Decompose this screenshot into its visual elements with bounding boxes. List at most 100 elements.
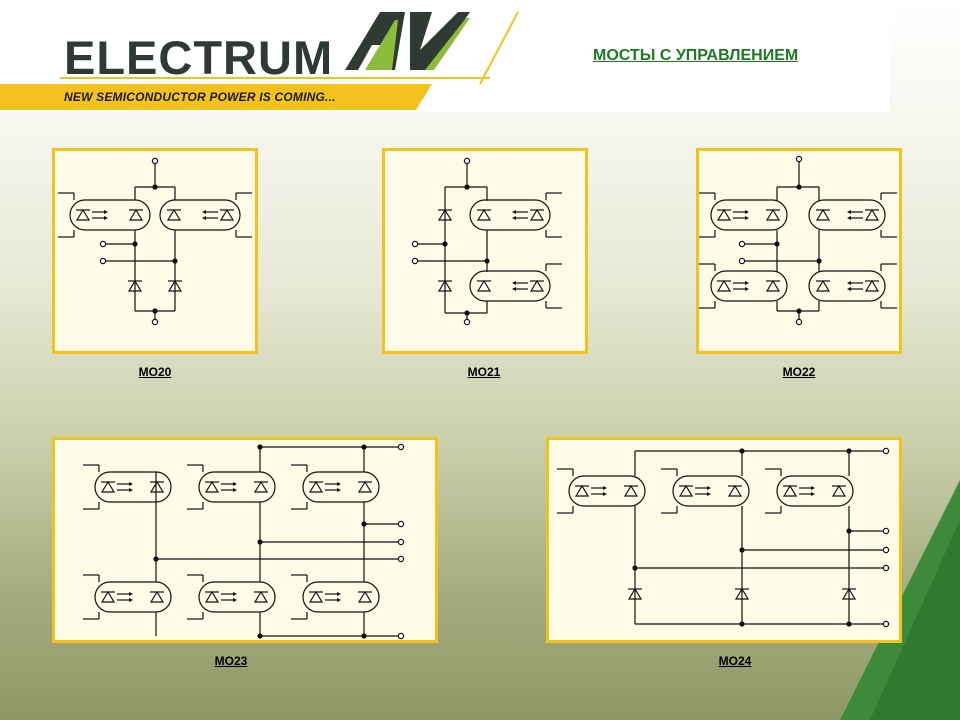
terminal xyxy=(463,318,471,326)
diode-symbol xyxy=(841,587,857,600)
light-arrow xyxy=(745,216,749,220)
diode-symbol xyxy=(815,208,831,221)
diode-symbol xyxy=(149,480,165,493)
light-arrow xyxy=(512,287,516,291)
optocoupler-capsule xyxy=(94,581,172,613)
optocoupler-capsule xyxy=(198,581,276,613)
diode-symbol xyxy=(437,208,453,221)
light-arrow xyxy=(337,488,341,492)
terminal xyxy=(795,318,803,326)
diode-symbol xyxy=(782,484,798,497)
junction-dot xyxy=(257,539,263,545)
light-arrow xyxy=(603,492,607,496)
light-arrow xyxy=(847,216,851,220)
diode-symbol xyxy=(476,208,492,221)
junction-dot xyxy=(796,308,802,314)
optocoupler-capsule xyxy=(808,199,886,231)
diode-symbol xyxy=(308,590,324,603)
junction-dot xyxy=(152,308,158,314)
diode-symbol xyxy=(678,484,694,497)
junction-dot xyxy=(153,556,159,562)
junction-dot xyxy=(257,633,263,639)
light-arrow xyxy=(233,482,237,486)
diode-symbol xyxy=(815,279,831,292)
diode-symbol xyxy=(204,590,220,603)
light-arrow xyxy=(811,492,815,496)
diode-symbol xyxy=(864,208,880,221)
light-arrow xyxy=(202,210,206,214)
diode-symbol xyxy=(75,208,91,221)
diode-symbol xyxy=(864,279,880,292)
diode-symbol xyxy=(623,484,639,497)
caption-mo22: MO22 xyxy=(782,365,816,379)
diode-symbol xyxy=(437,279,453,292)
caption-mo23: MO23 xyxy=(214,654,248,668)
diode-symbol xyxy=(831,484,847,497)
diode-symbol xyxy=(716,279,732,292)
optocoupler-capsule xyxy=(69,199,151,231)
terminal xyxy=(151,318,159,326)
junction-dot xyxy=(632,565,638,571)
diode-symbol xyxy=(127,279,143,292)
page-title: МОСТЫ С УПРАВЛЕНИЕМ xyxy=(593,47,799,64)
light-arrow xyxy=(337,482,341,486)
light-arrow xyxy=(811,486,815,490)
diode-symbol xyxy=(253,480,269,493)
terminal xyxy=(882,546,890,554)
diode-symbol xyxy=(149,590,165,603)
light-arrow xyxy=(603,486,607,490)
terminal xyxy=(397,443,405,451)
light-arrow xyxy=(337,592,341,596)
light-arrow xyxy=(129,488,133,492)
electrum-logo xyxy=(0,11,519,110)
optocoupler-capsule xyxy=(710,199,788,231)
tagline: NEW SEMICONDUCTOR POWER IS COMING... xyxy=(64,90,336,104)
diode-symbol xyxy=(574,484,590,497)
diode-symbol xyxy=(308,480,324,493)
light-arrow xyxy=(202,216,206,220)
optocoupler-capsule xyxy=(808,270,886,302)
optocoupler-capsule xyxy=(302,581,380,613)
light-arrow xyxy=(233,592,237,596)
light-arrow xyxy=(129,482,133,486)
terminal xyxy=(397,538,405,546)
optocoupler-capsule xyxy=(469,270,551,302)
terminal xyxy=(397,632,405,640)
optocoupler-capsule xyxy=(776,475,854,507)
caption-mo20: MO20 xyxy=(138,365,172,379)
junction-dot xyxy=(846,621,852,627)
junction-dot xyxy=(361,633,367,639)
diode-symbol xyxy=(166,208,182,221)
terminal xyxy=(882,527,890,535)
optocoupler-capsule xyxy=(469,199,551,231)
optocoupler-capsule xyxy=(568,475,646,507)
brand-wordmark: ELECTRUM xyxy=(64,31,334,84)
light-arrow xyxy=(847,210,851,214)
diode-symbol xyxy=(734,587,750,600)
diode-symbol xyxy=(128,208,144,221)
light-arrow xyxy=(745,281,749,285)
optocoupler-capsule xyxy=(159,199,241,231)
diagram-panel-mo21 xyxy=(382,148,588,354)
diagram-panel-mo23 xyxy=(52,437,438,643)
terminal xyxy=(411,240,419,248)
optocoupler-capsule xyxy=(302,471,380,503)
junction-dot xyxy=(361,521,367,527)
junction-dot xyxy=(464,310,470,316)
light-arrow xyxy=(512,281,516,285)
optocoupler-capsule xyxy=(198,471,276,503)
optocoupler-capsule xyxy=(710,270,788,302)
terminal xyxy=(99,240,107,248)
diode-symbol xyxy=(529,279,545,292)
diagram-panel-mo22 xyxy=(696,148,902,354)
caption-mo24: MO24 xyxy=(718,654,752,668)
terminal xyxy=(151,157,159,165)
diode-symbol xyxy=(529,208,545,221)
terminal xyxy=(882,447,890,455)
diode-symbol xyxy=(765,279,781,292)
light-arrow xyxy=(745,210,749,214)
diagram-panel-mo24 xyxy=(546,437,902,643)
light-arrow xyxy=(129,592,133,596)
light-arrow xyxy=(233,488,237,492)
terminal xyxy=(738,257,746,265)
